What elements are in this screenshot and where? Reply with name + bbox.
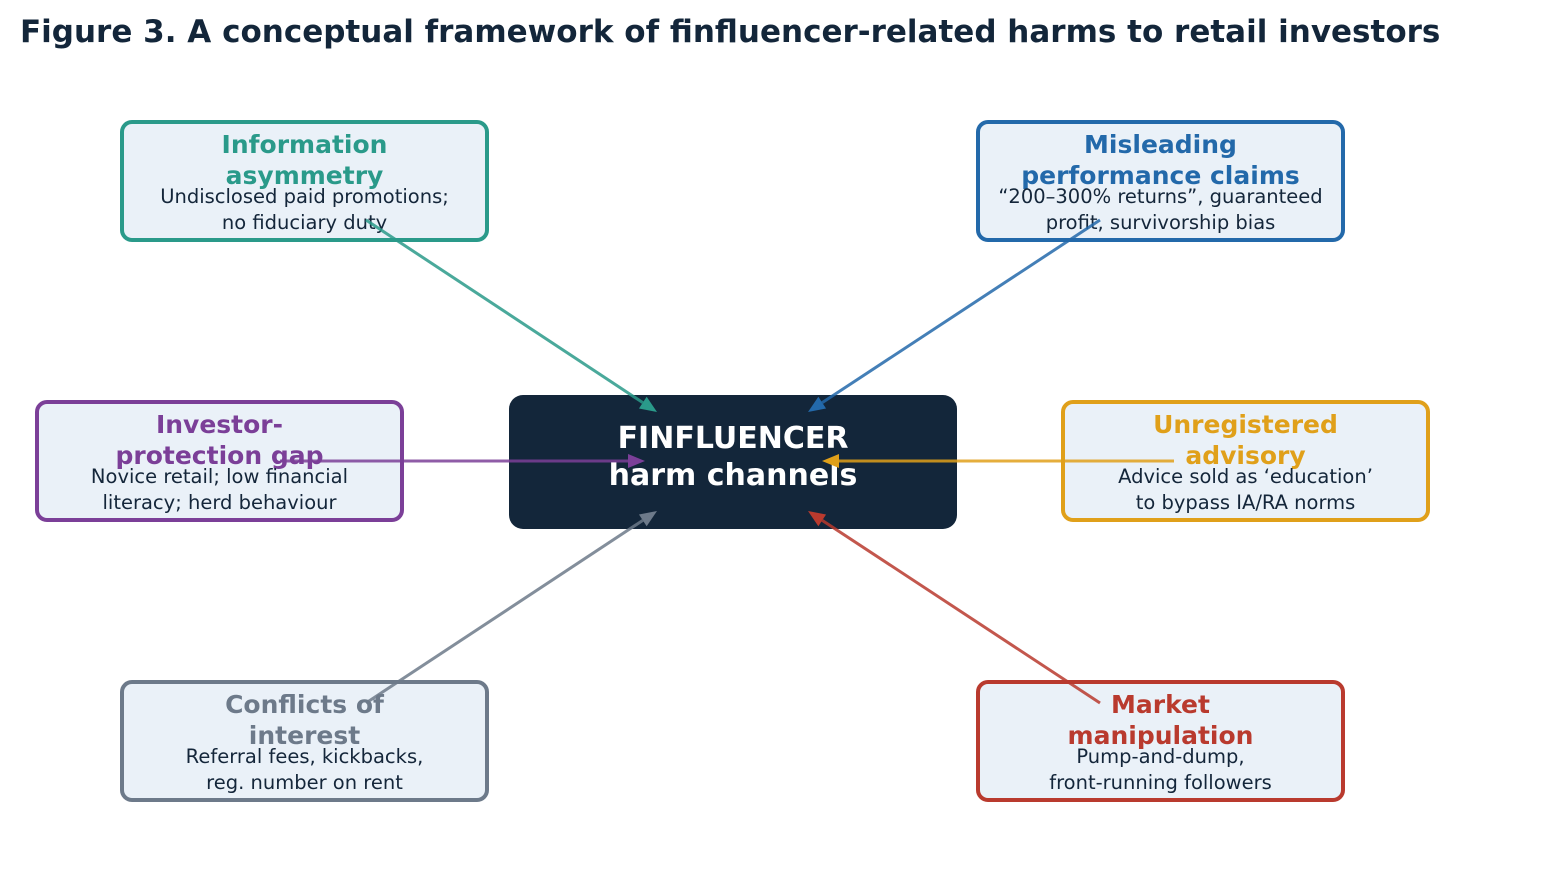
arrow-information-asymmetry bbox=[365, 218, 657, 412]
arrow-shaft bbox=[821, 218, 1101, 404]
node-description: “200–300% returns”, guaranteed profit, s… bbox=[980, 184, 1341, 235]
node-description: Referral fees, kickbacks, reg. number on… bbox=[124, 744, 485, 795]
node-investor-protection-gap: Investor- protection gap Novice retail; … bbox=[35, 400, 404, 522]
node-title: Unregistered advisory bbox=[1065, 409, 1426, 471]
node-desc-line: reg. number on rent bbox=[206, 770, 403, 794]
node-desc-line: no fiduciary duty bbox=[221, 210, 388, 234]
node-title-line: Investor- bbox=[155, 410, 284, 439]
node-title-line: Information bbox=[221, 130, 388, 159]
node-title-line: performance claims bbox=[1021, 161, 1300, 190]
node-desc-line: “200–300% returns”, guaranteed bbox=[998, 185, 1323, 208]
center-label-line: FINFLUENCER bbox=[617, 421, 849, 456]
node-desc-line: Undisclosed paid promotions; bbox=[160, 185, 449, 208]
node-market-manipulation: Market manipulation Pump-and-dump, front… bbox=[976, 680, 1345, 802]
node-title-line: Conflicts of bbox=[225, 690, 384, 719]
node-title: Investor- protection gap bbox=[39, 409, 400, 471]
node-title-line: manipulation bbox=[1067, 721, 1254, 750]
node-misleading-performance-claims: Misleading performance claims “200–300% … bbox=[976, 120, 1345, 242]
node-information-asymmetry: Information asymmetry Undisclosed paid p… bbox=[120, 120, 489, 242]
node-desc-line: Pump-and-dump, bbox=[1076, 745, 1245, 768]
node-desc-line: Novice retail; low financial bbox=[90, 465, 349, 488]
node-desc-line: front-running followers bbox=[1049, 770, 1272, 794]
node-desc-line: Referral fees, kickbacks, bbox=[185, 745, 424, 768]
figure-title: Figure 3. A conceptual framework of finf… bbox=[20, 14, 1441, 50]
node-title: Conflicts of interest bbox=[124, 689, 485, 751]
node-desc-line: literacy; herd behaviour bbox=[102, 490, 337, 514]
arrow-misleading-performance-claims bbox=[808, 218, 1101, 412]
node-title: Information asymmetry bbox=[124, 129, 485, 191]
node-description: Novice retail; low financial literacy; h… bbox=[39, 464, 400, 515]
node-title-line: Misleading bbox=[1084, 130, 1237, 159]
arrow-shaft bbox=[365, 519, 644, 705]
arrow-shaft bbox=[821, 519, 1101, 705]
center-label: FINFLUENCER harm channels bbox=[509, 420, 957, 494]
node-desc-line: to bypass IA/RA norms bbox=[1135, 490, 1356, 514]
node-title: Misleading performance claims bbox=[980, 129, 1341, 191]
node-desc-line: Advice sold as ‘education’ bbox=[1118, 465, 1373, 488]
node-title-line: Unregistered bbox=[1153, 410, 1338, 439]
arrow-shaft bbox=[365, 218, 644, 404]
node-conflicts-of-interest: Conflicts of interest Referral fees, kic… bbox=[120, 680, 489, 802]
node-title-line: Market bbox=[1111, 690, 1210, 719]
node-title-line: advisory bbox=[1185, 441, 1306, 470]
center-label-line: harm channels bbox=[608, 458, 858, 493]
node-title-line: asymmetry bbox=[225, 161, 384, 190]
node-description: Pump-and-dump, front-running followers bbox=[980, 744, 1341, 795]
node-unregistered-advisory: Unregistered advisory Advice sold as ‘ed… bbox=[1061, 400, 1430, 522]
node-title-line: protection gap bbox=[115, 441, 324, 470]
node-title-line: interest bbox=[248, 721, 361, 750]
node-title: Market manipulation bbox=[980, 689, 1341, 751]
arrow-market-manipulation bbox=[808, 511, 1101, 705]
node-description: Advice sold as ‘education’ to bypass IA/… bbox=[1065, 464, 1426, 515]
node-description: Undisclosed paid promotions; no fiduciar… bbox=[124, 184, 485, 235]
arrow-conflicts-of-interest bbox=[365, 511, 657, 705]
node-desc-line: profit, survivorship bias bbox=[1045, 210, 1276, 234]
center-node: FINFLUENCER harm channels bbox=[509, 395, 957, 529]
